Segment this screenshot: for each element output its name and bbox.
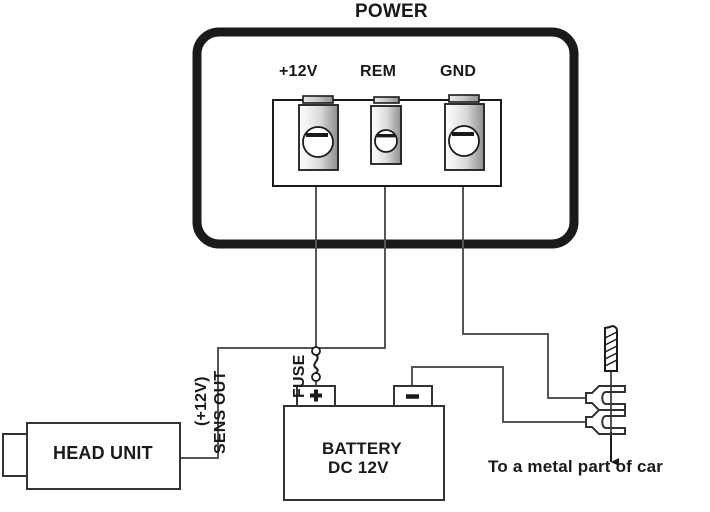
screw-head-gnd bbox=[448, 125, 480, 157]
terminal-screw-12v[interactable] bbox=[298, 95, 339, 171]
head-unit-label: HEAD UNIT bbox=[53, 443, 153, 463]
screw-head-12v bbox=[302, 126, 334, 158]
battery-body bbox=[283, 405, 445, 501]
fuse-contact-bottom bbox=[311, 372, 321, 382]
fork-terminal-upper bbox=[585, 385, 626, 411]
battery-plus-icon bbox=[310, 389, 322, 402]
wire-gnd-to-chassis bbox=[462, 186, 586, 399]
battery-block bbox=[283, 385, 445, 501]
fork-terminal-lower-shape bbox=[585, 409, 626, 435]
fork-terminal-upper-shape bbox=[585, 385, 626, 411]
battery-label-rating: DC 12V bbox=[328, 458, 389, 477]
screw-head-rem bbox=[374, 129, 398, 153]
screw-slot-rem bbox=[377, 134, 395, 138]
wire-battery-negative-to-chassis bbox=[411, 366, 586, 423]
fuse-symbol bbox=[311, 346, 321, 382]
head-unit-wire-label-voltage: (+12V) bbox=[193, 376, 210, 426]
terminal-cap-12v bbox=[302, 95, 334, 104]
terminal-screw-rem[interactable] bbox=[370, 96, 402, 165]
fuse-label: FUSE bbox=[291, 354, 308, 398]
ground-caption: To a metal part of car bbox=[488, 457, 664, 476]
screw-slot-12v bbox=[306, 133, 328, 137]
wire-rem-to-head-unit bbox=[180, 186, 386, 459]
page-title: POWER bbox=[355, 1, 428, 22]
chassis-ground-assembly bbox=[585, 325, 626, 435]
terminal-cap-gnd bbox=[448, 94, 480, 103]
screw-icon bbox=[604, 325, 618, 372]
terminal-label-rem: REM bbox=[360, 63, 397, 80]
screw-slot-gnd bbox=[452, 132, 474, 136]
wire-group bbox=[180, 186, 612, 459]
fuse-contact-top bbox=[311, 346, 321, 356]
power-terminal-block bbox=[272, 94, 502, 187]
fork-terminal-lower bbox=[585, 409, 626, 435]
terminal-cap-rem bbox=[373, 96, 400, 104]
terminal-screw-gnd[interactable] bbox=[444, 94, 485, 171]
head-unit-block bbox=[2, 422, 181, 490]
terminal-label-12v: +12V bbox=[279, 63, 318, 80]
battery-label-name: BATTERY bbox=[322, 439, 402, 458]
terminal-label-gnd: GND bbox=[440, 63, 477, 80]
head-unit-body bbox=[26, 422, 181, 490]
head-unit-connector bbox=[2, 433, 31, 477]
head-unit-wire-label-sens-out: SENS OUT bbox=[212, 370, 229, 454]
